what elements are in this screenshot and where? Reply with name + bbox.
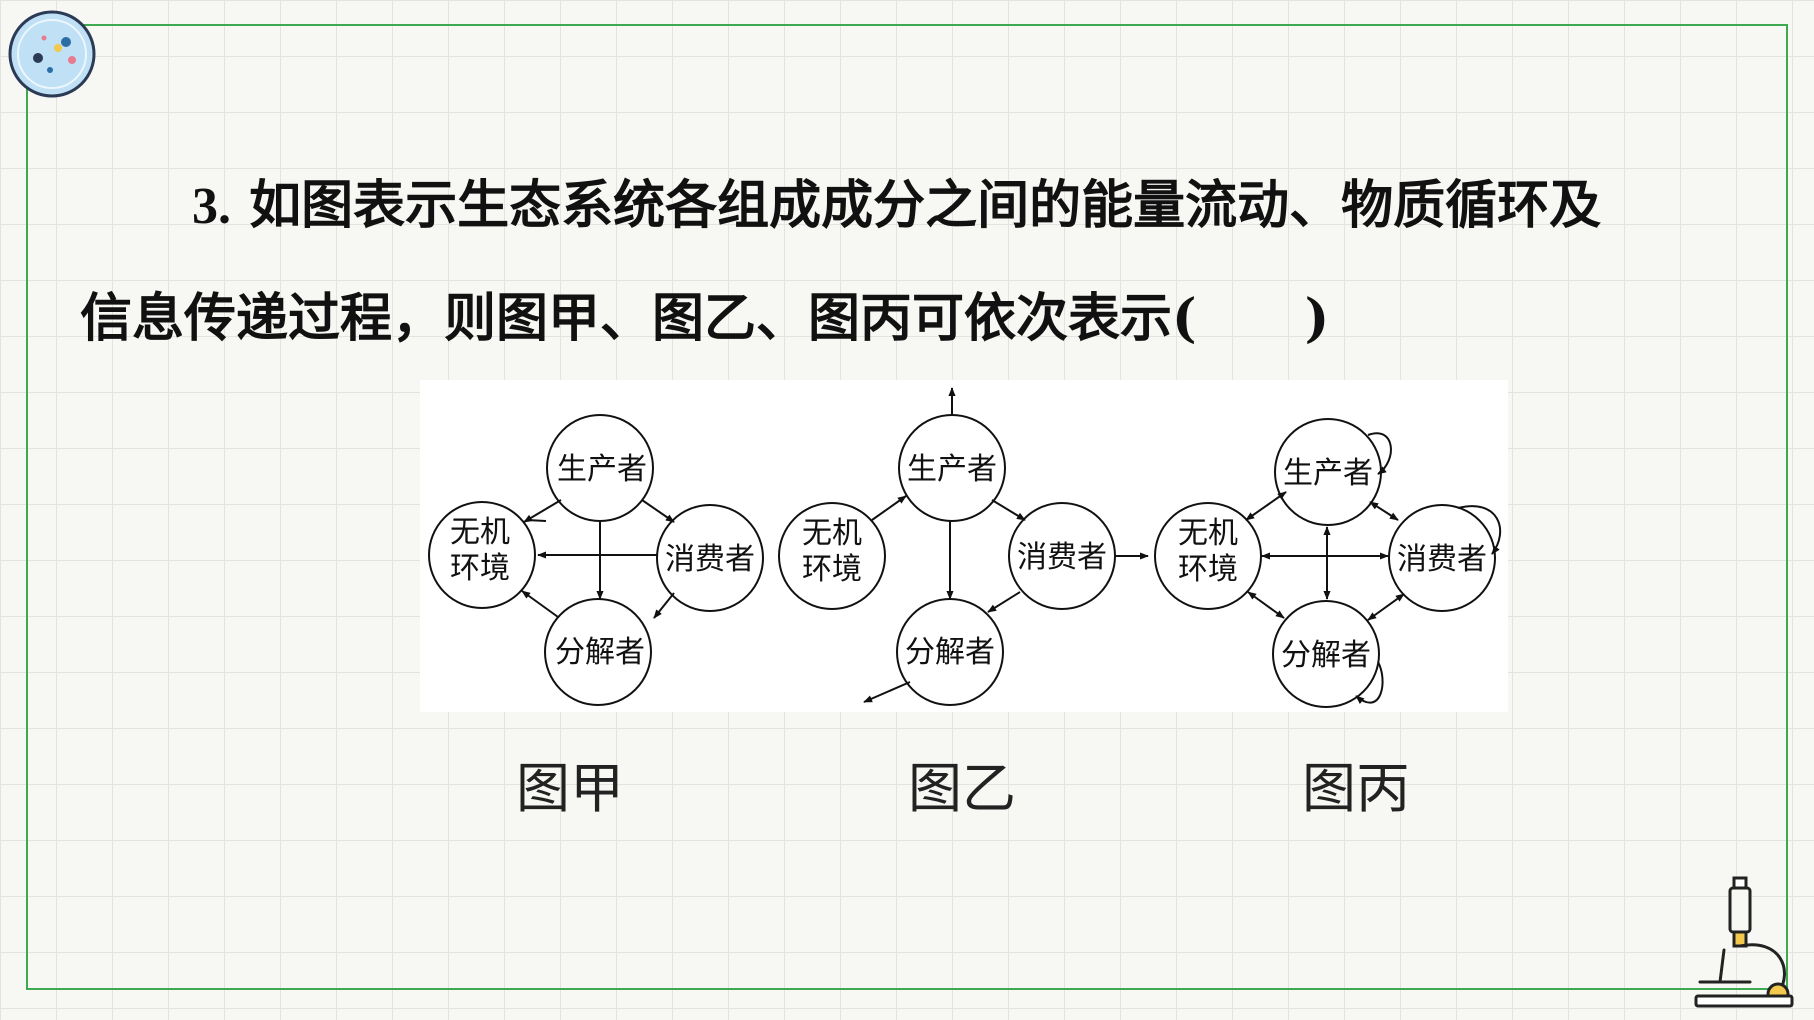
yi-env-label-1: 无机 [802,516,862,551]
diagram-bing [1154,418,1502,708]
yi-arrow-decomposer-out [863,681,911,703]
question-close-paren: ) [1304,288,1330,349]
question-line-2: 信息传递过程，则图甲、图乙、图丙可依次表示( [80,288,1197,349]
bing-env-label-2: 环境 [1178,552,1238,587]
bing-decomposer-label: 分解者 [1281,638,1371,673]
bing-env-label-1: 无机 [1178,516,1238,551]
jia-env-label-2: 环境 [450,551,510,586]
jia-arrow-decomposer-env [521,590,559,618]
jia-producer-label: 生产者 [557,452,647,487]
decorative-badge-icon [8,10,96,98]
microscope-icon [1694,876,1794,1008]
bing-consumer-label: 消费者 [1397,542,1487,577]
yi-labels: 生产者 无机 环境 消费者 分解者 [802,452,1107,670]
slide-frame [26,24,1788,990]
caption-yi: 图乙 [908,757,1016,820]
question-number: 3. [192,178,231,235]
question-line-1: 如图表示生态系统各组成成分之间的能量流动、物质循环及 [249,175,1602,236]
diagram-yi [778,387,1149,706]
figure-panel: 生产者 无机 环境 消费者 分解者 生产者 无机 环境 消费者 分解者 [420,380,1508,712]
bing-producer-label: 生产者 [1283,456,1373,491]
bing-arrow-decomposer-consumer [1367,593,1405,621]
bing-self-loop-decomposer [1355,661,1384,704]
question-text: 3. 如图表示生态系统各组成成分之间的能量流动、物质循环及 信息传递过程，则图甲… [80,150,1760,375]
jia-tick [526,519,547,522]
bing-consumer-node [1388,504,1496,612]
jia-consumer-label: 消费者 [665,542,755,577]
jia-arrow-producer-env [523,499,562,523]
jia-arrow-consumer-decomposer [653,592,675,619]
yi-producer-label: 生产者 [907,452,997,487]
bing-self-loop-consumer [1457,505,1502,555]
bing-arrow-env-decomposer [1247,591,1285,619]
ecosystem-diagrams: 生产者 无机 环境 消费者 分解者 生产者 无机 环境 消费者 分解者 [428,387,1502,708]
yi-consumer-label: 消费者 [1017,540,1107,575]
yi-env-label-2: 环境 [802,552,862,587]
jia-labels: 生产者 无机 环境 消费者 分解者 [450,452,755,670]
caption-jia: 图甲 [516,757,624,820]
jia-environment-node [428,501,536,609]
jia-consumer-node [656,504,764,612]
jia-arrow-producer-consumer [641,499,675,523]
jia-env-label-1: 无机 [450,515,510,550]
jia-decomposer-label: 分解者 [555,635,645,670]
yi-arrow-env-producer [871,495,907,521]
bing-environment-node [1154,502,1262,610]
bing-arrow-producer-consumer [1369,501,1399,521]
yi-environment-node [778,502,886,610]
caption-bing: 图丙 [1302,757,1410,820]
yi-decomposer-label: 分解者 [905,635,995,670]
bing-decomposer-node [1272,600,1380,708]
bing-self-loop-producer [1367,432,1392,475]
diagram-jia [428,414,764,706]
yi-arrow-consumer-decomposer [987,591,1021,613]
bing-arrow-env-producer [1245,491,1287,521]
bing-labels: 生产者 无机 环境 消费者 分解者 [1178,456,1487,673]
yi-arrow-producer-consumer [991,499,1026,521]
